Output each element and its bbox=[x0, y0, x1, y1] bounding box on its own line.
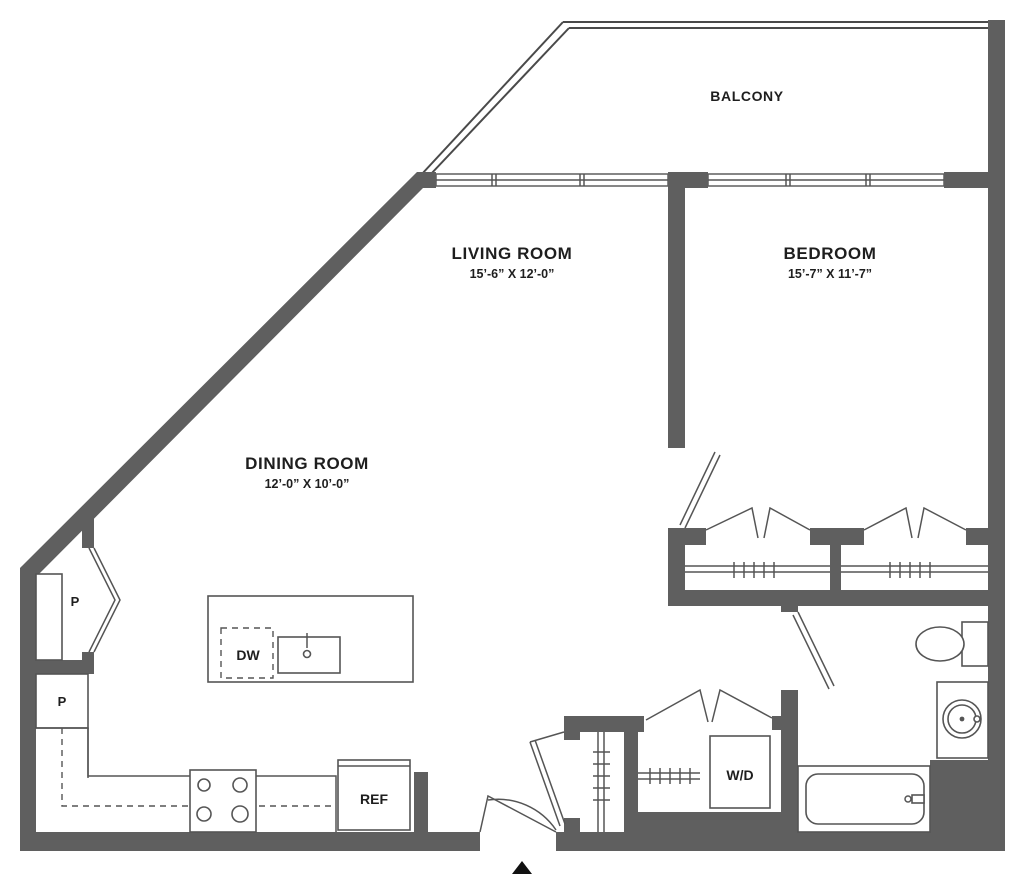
balcony-label: BALCONY bbox=[710, 88, 783, 104]
toilet-tank bbox=[961, 621, 989, 667]
bathroom-door[interactable] bbox=[797, 611, 835, 687]
west-wall bbox=[20, 568, 36, 851]
bedroom-closet-doors[interactable] bbox=[705, 506, 967, 539]
dishwasher-label: DW bbox=[236, 647, 260, 663]
pantry-upper-label: P bbox=[71, 594, 80, 609]
pantry-lower bbox=[35, 673, 89, 729]
refrigerator-label: REF bbox=[360, 791, 388, 807]
living-room-dimensions: 15’-6” X 12’-0” bbox=[470, 267, 555, 281]
dining-room-label: DINING ROOM bbox=[245, 454, 369, 473]
balcony bbox=[420, 21, 988, 176]
upper-cabinets bbox=[61, 728, 336, 807]
washer-dryer-label: W/D bbox=[726, 767, 753, 783]
balcony-diagonal-rail-inner bbox=[429, 27, 570, 176]
kitchen-counter bbox=[36, 727, 337, 832]
bedroom-partition bbox=[668, 172, 1005, 612]
closet-rods bbox=[685, 562, 988, 578]
living-room-label: LIVING ROOM bbox=[452, 244, 573, 263]
north-glazing bbox=[435, 173, 945, 187]
bathroom-west-wall bbox=[781, 690, 798, 850]
diagonal-wall bbox=[20, 172, 436, 586]
south-wall-left bbox=[20, 832, 480, 851]
hall-closet-door[interactable] bbox=[529, 741, 561, 827]
entry-arrow-icon bbox=[512, 861, 532, 874]
dining-room-dimensions: 12’-0” X 10’-0” bbox=[265, 477, 350, 491]
laundry-doors[interactable] bbox=[645, 688, 709, 723]
balcony-east-wall bbox=[988, 20, 1005, 180]
toilet-bowl bbox=[915, 626, 965, 662]
balcony-diagonal-rail bbox=[420, 21, 564, 176]
bathroom bbox=[781, 611, 1005, 851]
pantry-upper-doors[interactable] bbox=[93, 547, 121, 653]
pantry-upper-shelf bbox=[35, 573, 63, 661]
entry bbox=[479, 794, 557, 874]
dishwasher-outline bbox=[220, 627, 274, 679]
bedroom-dimensions: 15’-7” X 11’-7” bbox=[788, 267, 872, 281]
kitchen bbox=[36, 595, 428, 833]
pantry-lower-label: P bbox=[58, 694, 67, 709]
east-wall bbox=[988, 172, 1005, 851]
bedroom-west-wall bbox=[668, 172, 685, 448]
bathroom-tub-wall bbox=[930, 760, 1005, 851]
kitchen-end-wall bbox=[414, 772, 428, 832]
washer-dryer bbox=[709, 735, 771, 809]
exterior-walls bbox=[20, 20, 1005, 851]
laundry-area bbox=[529, 688, 798, 851]
pantries bbox=[20, 512, 121, 778]
refrigerator bbox=[337, 759, 411, 831]
bedroom-label: BEDROOM bbox=[784, 244, 877, 263]
entry-door[interactable] bbox=[479, 794, 557, 833]
range bbox=[189, 769, 257, 833]
bedroom-door[interactable] bbox=[679, 451, 721, 529]
